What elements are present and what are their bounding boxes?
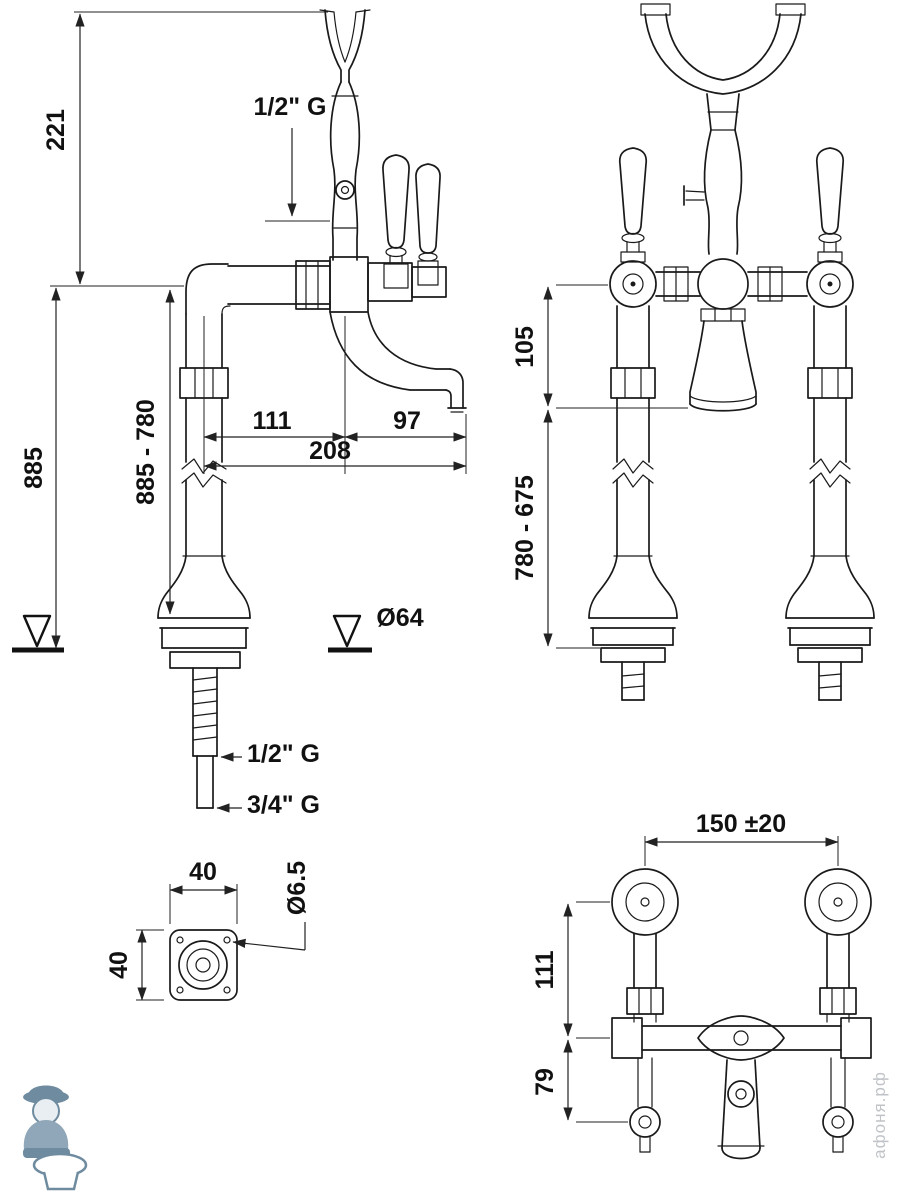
front-view: 105 780 - 675 bbox=[511, 3, 875, 701]
standpipe-front-right bbox=[785, 305, 875, 701]
spout-side bbox=[329, 311, 467, 413]
standpipe-front-left bbox=[588, 305, 678, 701]
dim-hole-diameter-label: Ø6.5 bbox=[283, 861, 311, 915]
mixer-body-front bbox=[655, 258, 808, 310]
front-view-dimensions: 105 780 - 675 bbox=[511, 284, 688, 649]
dim-221-label: 221 bbox=[42, 109, 70, 151]
dim-208-label: 208 bbox=[309, 437, 351, 465]
plan-body bbox=[611, 933, 872, 1061]
dim-780-675-label: 780 - 675 bbox=[511, 475, 539, 581]
plan-spout bbox=[717, 1059, 765, 1160]
dim-97-label: 97 bbox=[393, 407, 421, 435]
watermark: афоня.рф bbox=[870, 1071, 889, 1159]
dim-inlet-label: 1/2" G bbox=[254, 93, 327, 121]
base-plan-view: 40 40 Ø6.5 bbox=[105, 858, 311, 1001]
dim-40-width-label: 40 bbox=[189, 858, 217, 886]
handle-left-top bbox=[611, 868, 679, 936]
base-plan-dimensions: 40 40 Ø6.5 bbox=[105, 858, 311, 1001]
floor-level-symbol bbox=[332, 614, 362, 648]
plan-view-dimensions: 150 ±20 111 79 bbox=[531, 810, 839, 1123]
dim-79-label: 79 bbox=[531, 1068, 559, 1096]
dim-150-label: 150 ±20 bbox=[696, 810, 786, 838]
dim-thread-lower-label: 3/4" G bbox=[247, 791, 320, 819]
handset-cradle-front bbox=[640, 3, 806, 131]
column bbox=[329, 81, 361, 261]
dim-111-label: 111 bbox=[253, 407, 292, 435]
floor-line bbox=[12, 614, 372, 653]
under-floor-pipes bbox=[169, 651, 241, 809]
side-view: 221 885 885 - 780 1/2" G 111 97 208 Ø64 … bbox=[12, 9, 467, 819]
column-front bbox=[683, 129, 743, 255]
lever-handle-left bbox=[609, 147, 657, 308]
handle-right-top bbox=[804, 868, 872, 936]
side-view-dimensions: 221 885 885 - 780 1/2" G 111 97 208 Ø64 … bbox=[20, 11, 467, 819]
dim-thread-upper-label: 1/2" G bbox=[247, 740, 320, 768]
dim-111-plan-label: 111 bbox=[531, 950, 559, 989]
plan-legs bbox=[629, 1057, 854, 1153]
lever-handle-right bbox=[806, 147, 854, 308]
lever-handles-side bbox=[382, 154, 441, 289]
dim-885-label: 885 bbox=[20, 447, 48, 489]
floor-level-symbol bbox=[22, 614, 52, 648]
dim-885-780-label: 885 - 780 bbox=[132, 399, 160, 505]
mixer-body-side bbox=[185, 256, 447, 315]
plan-view: 150 ±20 111 79 bbox=[531, 810, 872, 1160]
bell-spout-front bbox=[689, 308, 757, 412]
dim-40-depth-label: 40 bbox=[105, 951, 133, 979]
dim-base-diameter-label: Ø64 bbox=[376, 604, 423, 632]
dim-105-label: 105 bbox=[511, 326, 539, 368]
handset-cradle bbox=[319, 9, 371, 83]
plumber-logo bbox=[23, 1085, 88, 1191]
